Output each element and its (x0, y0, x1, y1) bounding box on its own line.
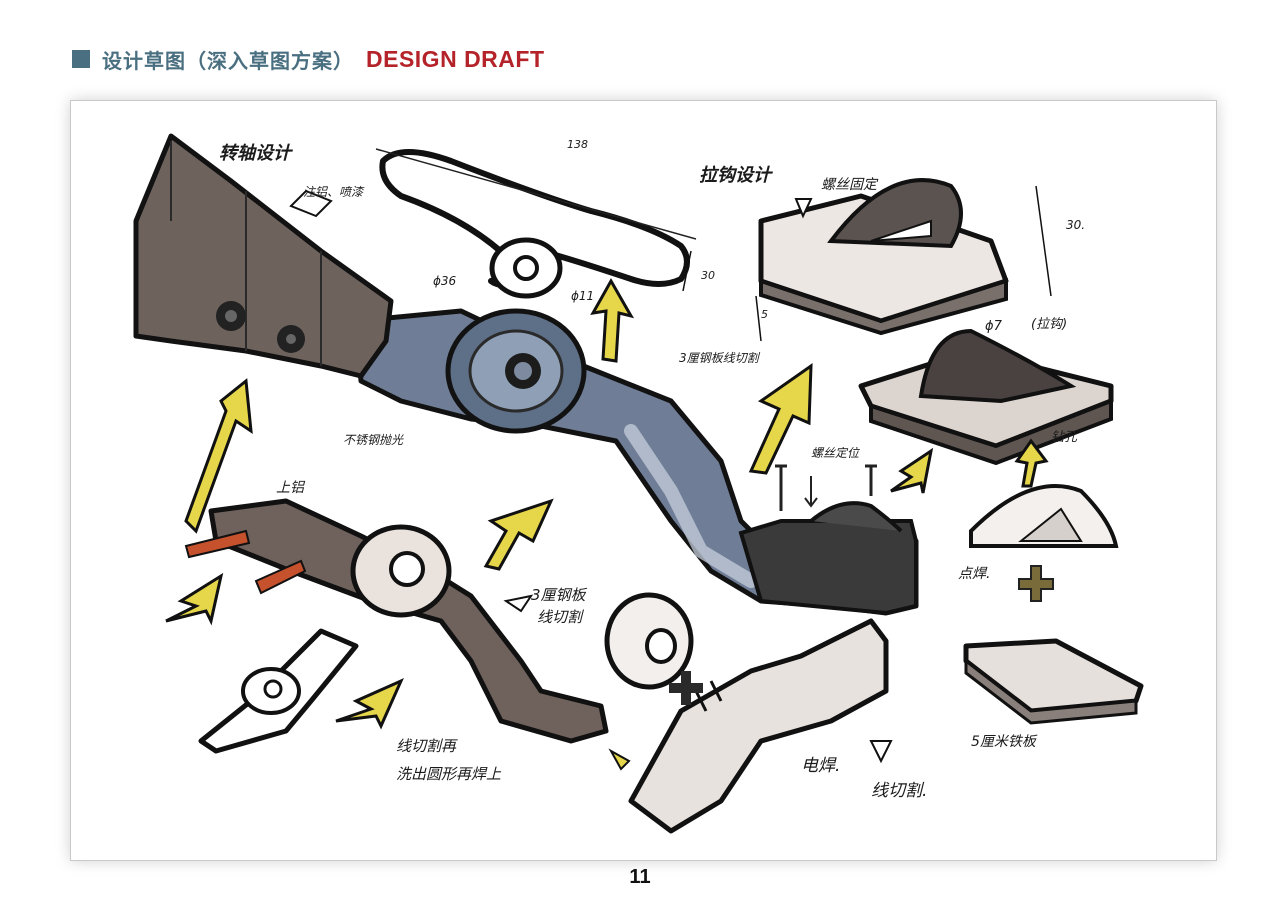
yellow-arrow-3 (748, 363, 813, 475)
hollow-arrow-3 (869, 740, 893, 764)
main-hinge-hole-core (514, 362, 532, 380)
lever-hook-loop (809, 501, 903, 533)
sketch-drawing (133, 133, 1144, 834)
hollow-arrow-4 (503, 594, 534, 613)
note-dim-d7: ϕ7 (985, 319, 1002, 334)
note-pull-hook: (拉钩) (1031, 317, 1068, 332)
lever-arm-highlight (624, 424, 758, 588)
note-steel-cut-2-line2: 线切割 (537, 608, 583, 626)
note-steel-cut-2-line1: 3厘钢板 (531, 586, 586, 604)
note-spot-weld: 点焊. (958, 566, 991, 582)
header-title-cn: 设计草图（深入草图方案） (102, 48, 354, 73)
cross-piece-icon (1018, 565, 1054, 602)
yellow-arrow-5 (165, 572, 224, 626)
brown-tube-shape (133, 133, 394, 379)
header-title-en: DESIGN DRAFT (366, 45, 545, 72)
note-steel-cut: 3厘钢板线切割 (679, 351, 759, 365)
note-dim-d11: ϕ11 (571, 289, 595, 303)
section-header: 设计草图（深入草图方案） DESIGN DRAFT (72, 44, 545, 74)
note-aluminum-spray: 注铝、喷漆 (303, 185, 364, 199)
note-iron-plate: 5厘米铁板 (971, 734, 1036, 750)
note-wire-cut-3: 线切割. (871, 781, 928, 801)
small-weld-shape (969, 484, 1119, 548)
screw-2-icon (865, 464, 877, 496)
yellow-arrow-4 (483, 498, 554, 571)
note-dim-5: 5 (761, 308, 768, 321)
yellow-arrow-6 (335, 678, 404, 730)
note-pull-design: 拉钩设计 (699, 165, 771, 186)
note-dim-d36: ϕ36 (433, 274, 457, 288)
yellow-arrow-9 (1014, 438, 1049, 488)
bolt-1-icon (184, 529, 251, 559)
bolt-2-icon (254, 559, 307, 595)
note-dim-30: 30. (1066, 218, 1086, 232)
page-number: 11 (629, 866, 651, 888)
note-electric-weld: 电焊. (801, 756, 841, 776)
note-screw-fixed: 螺丝固定 (821, 177, 877, 193)
note-wire-cut-line1: 线切割再 (396, 737, 457, 755)
note-dim-30-small: 30 (701, 269, 715, 282)
note-aluminum: 上铝 (276, 480, 304, 496)
note-screw-position: 螺丝定位 (811, 446, 860, 460)
yellow-arrow-2 (590, 277, 635, 363)
iron-plate (963, 638, 1144, 714)
lever-base-plate (738, 519, 918, 616)
sketch-panel: 转轴设计 注铝、喷漆 138 ϕ36 ϕ11 30 拉钩设计 螺丝固定 30. … (70, 100, 1217, 861)
note-drill-hole: 钻孔 (1051, 430, 1078, 445)
bottom-curved-piece (628, 618, 889, 834)
yellow-arrow-8 (890, 447, 934, 494)
screw-1-icon (775, 464, 787, 511)
yellow-arrow-7 (608, 748, 631, 771)
note-hinge-design: 转轴设计 (219, 143, 291, 164)
hollow-arrow-2 (794, 198, 813, 219)
hollow-arrow-1 (289, 189, 333, 218)
header-square-icon (72, 50, 90, 68)
note-dim-138: 138 (567, 138, 588, 151)
yellow-arrow-1 (184, 378, 253, 534)
note-stainless-polish: 不锈钢抛光 (343, 433, 404, 447)
note-wire-cut-line2: 洗出圆形再焊上 (396, 765, 502, 783)
